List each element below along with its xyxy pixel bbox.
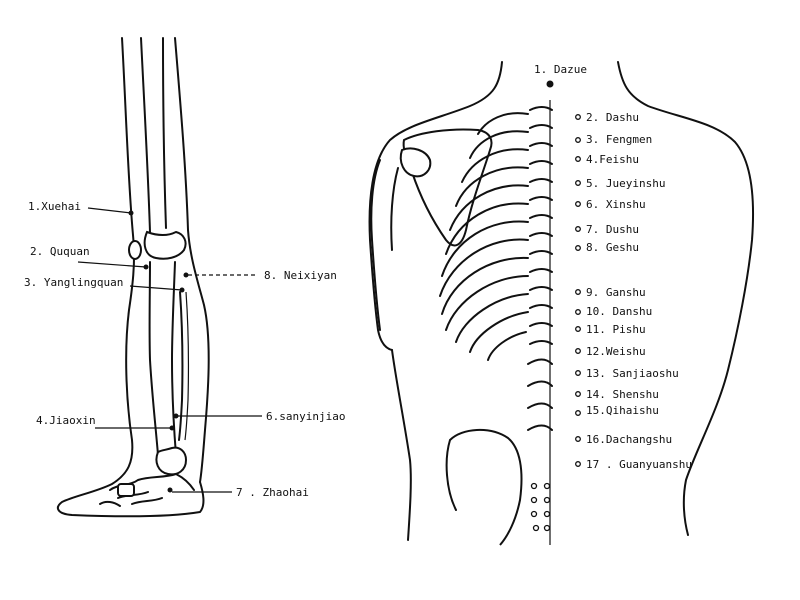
back-label-fengmen: 3. Fengmen <box>586 133 652 146</box>
back-label-geshu: 8. Geshu <box>586 241 639 254</box>
zhaohai-point <box>167 487 173 493</box>
leg-label-sanyinjiao: 6.sanyinjiao <box>266 410 345 423</box>
tibia <box>148 261 159 456</box>
back-label-jueyinshu: 5. Jueyinshu <box>586 177 665 190</box>
waist-left <box>391 349 412 541</box>
ankle-bones <box>155 446 188 476</box>
ququan-leader <box>77 261 147 268</box>
fibula-inner <box>184 291 189 441</box>
back-label-guanyuanshu: 17 . Guanyuanshu <box>586 458 692 471</box>
back-label-pishu: 11. Pishu <box>586 323 646 336</box>
back-label-dachangshu: 16.Dachangshu <box>586 433 672 446</box>
back-label-xinshu: 6. Xinshu <box>586 198 646 211</box>
back-label-danshu: 10. Danshu <box>586 305 652 318</box>
leg-label-neixiyan: 8. Neixiyan <box>264 269 337 282</box>
torso-outline-left <box>368 61 503 351</box>
yanglingquan-leader <box>129 285 183 291</box>
foot-bones <box>99 473 195 507</box>
back-label-shenshu: 14. Shenshu <box>586 388 659 401</box>
arm-outline <box>370 159 399 331</box>
back-label-weishu: 12.Weishu <box>586 345 646 358</box>
pelvis-inner <box>445 439 457 511</box>
fibula <box>178 291 184 441</box>
back-label-sanjiaoshu: 13. Sanjiaoshu <box>586 367 679 380</box>
femur-inner <box>162 37 167 229</box>
heel-bone <box>117 483 135 497</box>
leg-label-yanglingquan: 3. Yanglingquan <box>24 276 123 289</box>
knee-joint <box>143 230 187 260</box>
back-figure: 1. Dazue 2. Dashu 3. Fengmen 4.Feishu 5.… <box>368 61 754 546</box>
back-label-qihaishu: 15.Qihaishu <box>586 404 659 417</box>
leg-label-xuehai: 1.Xuehai <box>28 200 81 213</box>
neixiyan-point <box>183 272 189 278</box>
sacral-foramina <box>530 482 551 532</box>
xuehai-leader <box>87 207 132 214</box>
vertebrae <box>527 106 553 431</box>
back-label-feishu: 4.Feishu <box>586 153 639 166</box>
leg-label-jiaoxin: 4.Jiaoxin <box>36 414 96 427</box>
back-label-dushu: 7. Dushu <box>586 223 639 236</box>
patella <box>128 240 142 260</box>
back-label-ganshu: 9. Ganshu <box>586 286 646 299</box>
leg-outline-back <box>56 37 205 518</box>
back-label-dazue: 1. Dazue <box>534 63 587 76</box>
torso-outline-right <box>617 61 754 536</box>
pelvis-ilium <box>449 428 523 546</box>
leg-figure: 1.Xuehai 2. Ququan 3. Yanglingquan 4.Jia… <box>24 37 345 518</box>
humerus-head <box>399 147 432 178</box>
leg-label-zhaohai: 7 . Zhaohai <box>236 486 309 499</box>
back-point-markers <box>575 114 581 467</box>
back-label-dashu: 2. Dashu <box>586 111 639 124</box>
femur <box>140 37 151 233</box>
ribs <box>439 112 529 361</box>
dazue-point <box>546 80 554 88</box>
sanyinjiao-point <box>173 413 179 419</box>
leg-outline-front <box>174 37 210 483</box>
leg-label-ququan: 2. Ququan <box>30 245 90 258</box>
